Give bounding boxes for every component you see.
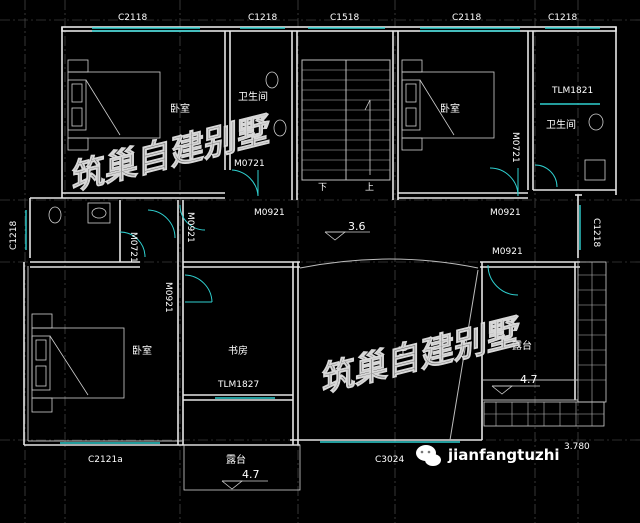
window-label-right-side: C1218 xyxy=(591,218,601,247)
windows xyxy=(25,27,600,444)
bed-bottom-left xyxy=(31,313,125,413)
window-label-top-bath-left: C1218 xyxy=(248,13,277,23)
window-label-study: TLM1827 xyxy=(217,380,259,390)
elevation-terrace-right: 4.7 xyxy=(520,373,538,386)
window-label-top-left: C2118 xyxy=(118,13,147,23)
room-label-study: 书房 xyxy=(228,344,248,357)
watermark-bottom: 筑巢自建别墅 xyxy=(315,311,527,400)
room-label-bath-top-right: 卫生间 xyxy=(546,118,576,131)
window-label-living-right: TLM1821 xyxy=(551,86,593,96)
window-label-left-bath: C1218 xyxy=(9,221,19,250)
interior-walls xyxy=(30,31,616,445)
stair-label-down: 下 xyxy=(318,183,327,193)
elevation-hall: 3.6 xyxy=(348,220,366,233)
room-label-bedroom-top-right: 卧室 xyxy=(440,102,460,115)
room-label-terrace-right: 露台 xyxy=(512,339,532,352)
bathroom-fixtures xyxy=(48,71,606,224)
window-label-bottom-mid: C3024 xyxy=(375,455,404,465)
window-label-top-right: C2118 xyxy=(452,13,481,23)
elevation-markers xyxy=(221,231,540,490)
bed-top-right xyxy=(401,59,495,151)
window-label-bottom-left: C2121a xyxy=(88,455,123,465)
void-diagonal xyxy=(449,269,479,441)
door-swings xyxy=(119,164,558,303)
badge-text: jianfangtuzhi xyxy=(447,446,560,464)
door-label-bed-top-right: M0921 xyxy=(490,208,521,218)
brand-badge: jianfangtuzhi xyxy=(416,445,560,466)
staircase xyxy=(301,59,391,181)
room-label-bedroom-top-left: 卧室 xyxy=(170,102,190,115)
door-label-bath-left: M0721 xyxy=(234,159,265,169)
door-label-terrace-right: M0921 xyxy=(492,247,523,257)
bed-top-left xyxy=(67,59,161,151)
watermark-top: 筑巢自建别墅 xyxy=(65,109,277,198)
door-label-left-small-bath: M0721 xyxy=(128,232,138,263)
door-label-study-vertical: M0921 xyxy=(185,212,195,243)
room-label-terrace-bottom: 露台 xyxy=(226,453,246,466)
door-label-bed-left-vertical: M0921 xyxy=(163,282,173,313)
terrace-hatch xyxy=(183,261,607,491)
room-label-bedroom-bottom-left: 卧室 xyxy=(132,344,152,357)
window-label-top-stair: C1518 xyxy=(330,13,359,23)
void-arc xyxy=(299,258,479,269)
door-label-bed-top-left: M0921 xyxy=(254,208,285,218)
room-label-void: 空 xyxy=(398,344,408,357)
stair-label-up: 上 xyxy=(365,182,374,193)
elevation-corner: 3.780 xyxy=(564,442,590,452)
door-label-bath-right: M0721 xyxy=(510,132,520,163)
room-label-bath-top-left: 卫生间 xyxy=(238,90,268,103)
elevation-terrace-bottom: 4.7 xyxy=(242,468,260,481)
chat-bubble-icon xyxy=(416,445,441,466)
window-label-top-bath-right: C1218 xyxy=(548,13,577,23)
